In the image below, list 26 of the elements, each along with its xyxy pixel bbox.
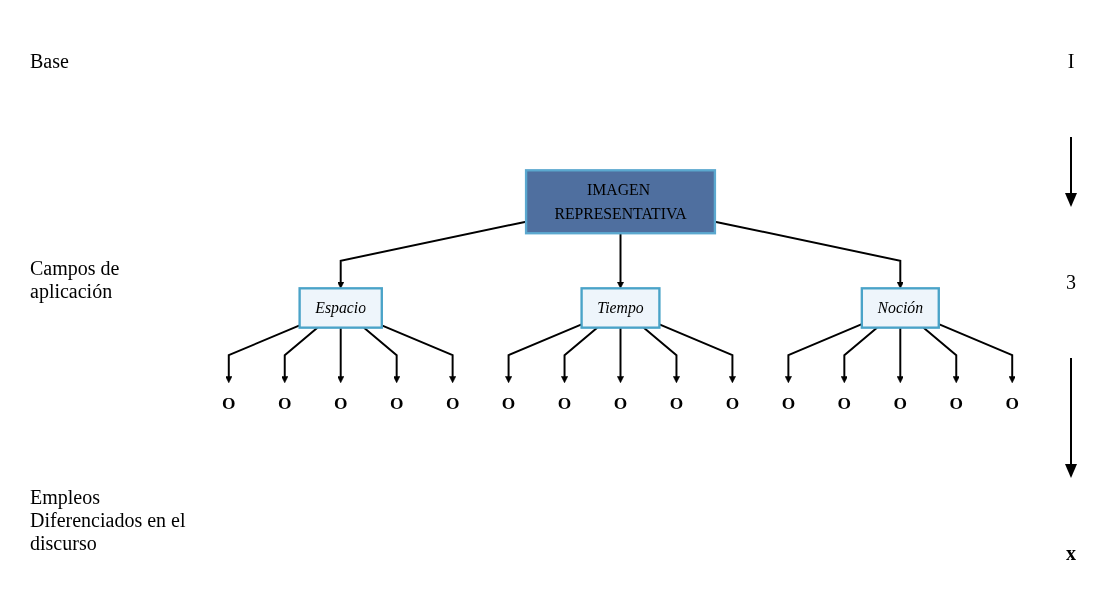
node-text: O	[278, 393, 292, 414]
node-text: O	[837, 393, 852, 414]
node-text: O	[949, 393, 963, 414]
level-label: Base	[30, 50, 70, 73]
node-text: O	[725, 393, 740, 414]
level-marker: I	[1067, 50, 1075, 73]
node-box: Noción	[860, 287, 940, 329]
node-text: O	[893, 393, 908, 414]
level-label: Campos de aplicación	[30, 256, 121, 303]
node-box: IMAGEN REPRESENTATIVA	[524, 169, 717, 235]
level-marker: x	[1066, 542, 1076, 565]
level-label: Empleos Diferenciados en el discurso	[30, 486, 187, 555]
node-text: O	[445, 393, 460, 414]
node-text: O	[501, 393, 516, 414]
node-text: O	[389, 393, 404, 414]
node-box: Tiempo	[580, 287, 661, 329]
node-text: O	[333, 393, 348, 414]
node-text: O	[669, 393, 684, 414]
node-box: Espacio	[298, 287, 383, 329]
arrow	[225, 324, 301, 384]
node-text: O	[1005, 393, 1019, 414]
level-marker: 3	[1066, 271, 1076, 294]
node-text: O	[781, 393, 796, 414]
node-text: O	[613, 393, 628, 414]
node-text: O	[557, 393, 572, 414]
node-text: O	[222, 393, 236, 414]
